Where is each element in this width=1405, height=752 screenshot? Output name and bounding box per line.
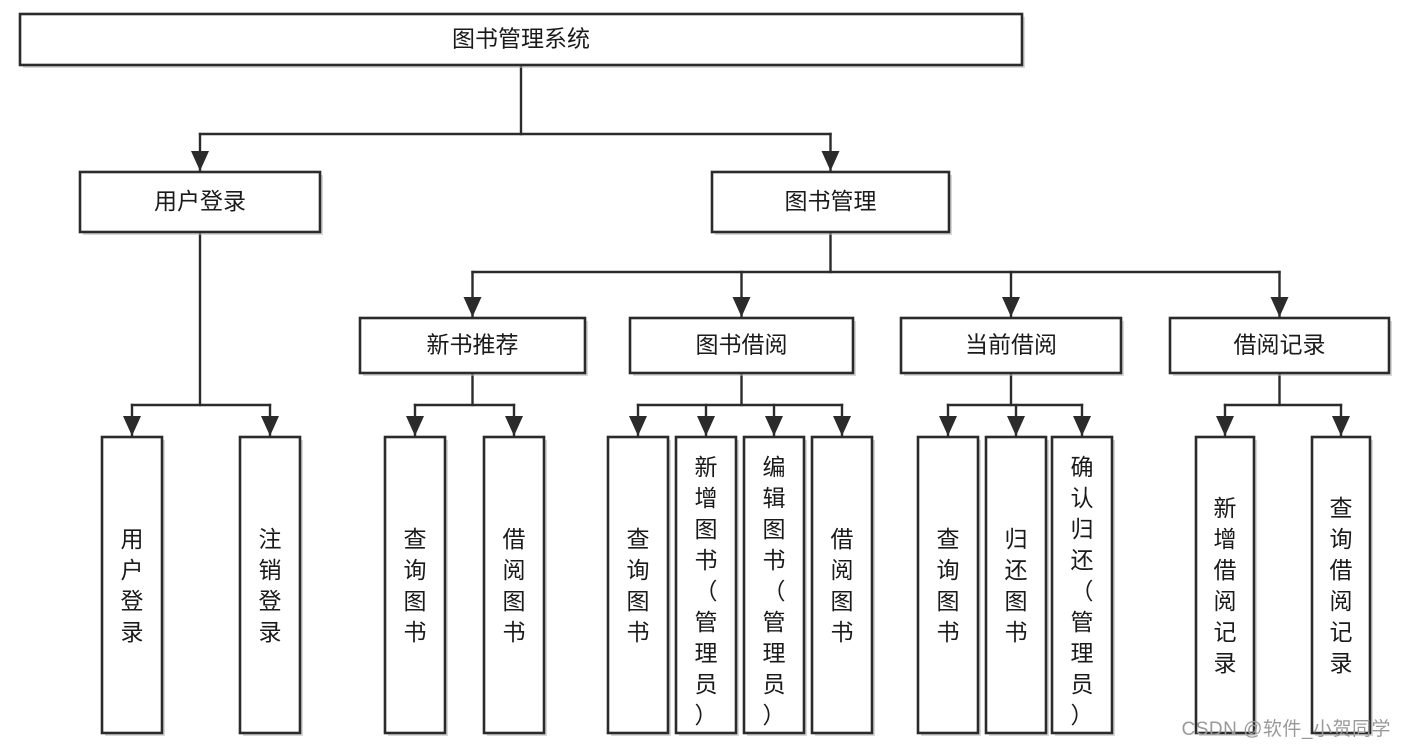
node-rect[interactable] bbox=[674, 435, 738, 735]
node-label: 用户登录 bbox=[154, 188, 246, 214]
node-rect[interactable] bbox=[916, 435, 980, 735]
node-leaf-user-logout[interactable]: 注销登录 bbox=[238, 435, 303, 736]
arrow-head-icon bbox=[821, 151, 840, 171]
node-rect[interactable] bbox=[984, 435, 1048, 735]
arrow-head-icon bbox=[406, 416, 424, 436]
node-leaf-rec-borrow-book[interactable]: 借阅图书 bbox=[482, 435, 547, 736]
node-rect[interactable] bbox=[899, 316, 1123, 375]
arrow-head-icon bbox=[1270, 297, 1289, 317]
node-label: 新增借阅记录 bbox=[1214, 495, 1237, 676]
node-label: 查询图书 bbox=[627, 526, 650, 645]
arrow-head-icon bbox=[1073, 416, 1091, 436]
arrow-head-icon bbox=[697, 416, 715, 436]
node-label: 归还图书 bbox=[1005, 526, 1028, 645]
node-rect[interactable] bbox=[383, 435, 447, 735]
node-label: 确认归还（管理员） bbox=[1071, 454, 1094, 728]
node-leaf-cur-query-book[interactable]: 查询图书 bbox=[916, 435, 981, 736]
arrow-head-icon bbox=[939, 416, 957, 436]
node-new-book-rec[interactable]: 新书推荐 bbox=[358, 316, 588, 376]
node-label: 查询图书 bbox=[404, 526, 427, 645]
node-leaf-borrow-borrow-book[interactable]: 借阅图书 bbox=[810, 435, 875, 736]
node-rect[interactable] bbox=[100, 435, 164, 735]
arrow-head-icon bbox=[1216, 416, 1234, 436]
node-rect[interactable] bbox=[1168, 316, 1391, 375]
node-label: 当前借阅 bbox=[965, 332, 1057, 358]
node-label: 图书管理 bbox=[785, 188, 877, 214]
node-label: 借阅图书 bbox=[831, 526, 854, 645]
connector-layer bbox=[123, 63, 1350, 438]
node-label: 借阅图书 bbox=[503, 526, 526, 645]
node-leaf-rec-query-record[interactable]: 查询借阅记录 bbox=[1310, 435, 1373, 736]
node-leaf-user-login[interactable]: 用户登录 bbox=[100, 435, 165, 736]
arrow-head-icon bbox=[123, 416, 141, 436]
node-rect[interactable] bbox=[238, 435, 302, 735]
arrow-head-icon bbox=[505, 416, 523, 436]
node-leaf-borrow-query-book[interactable]: 查询图书 bbox=[606, 435, 671, 736]
node-rect[interactable] bbox=[810, 435, 874, 735]
node-rect[interactable] bbox=[710, 170, 951, 234]
node-user-login[interactable]: 用户登录 bbox=[78, 170, 323, 235]
node-label: 查询图书 bbox=[937, 526, 960, 645]
node-layer: 图书管理系统用户登录图书管理新书推荐图书借阅当前借阅借阅记录用户登录注销登录查询… bbox=[18, 12, 1392, 736]
node-borrow-record[interactable]: 借阅记录 bbox=[1168, 316, 1392, 376]
node-label: 借阅记录 bbox=[1234, 332, 1326, 358]
node-label: 新书推荐 bbox=[427, 332, 519, 358]
arrow-head-icon bbox=[1002, 297, 1020, 317]
node-rect[interactable] bbox=[628, 316, 855, 375]
node-rect[interactable] bbox=[358, 316, 587, 375]
arrow-head-icon bbox=[463, 297, 482, 317]
node-rect[interactable] bbox=[78, 170, 322, 234]
node-label: 注销登录 bbox=[259, 526, 282, 645]
node-rect[interactable] bbox=[482, 435, 546, 735]
node-rect[interactable] bbox=[1310, 435, 1372, 735]
node-label: 图书管理系统 bbox=[452, 26, 590, 52]
arrow-head-icon bbox=[629, 416, 647, 436]
node-book-borrow[interactable]: 图书借阅 bbox=[628, 316, 856, 376]
node-root[interactable]: 图书管理系统 bbox=[18, 12, 1025, 68]
node-leaf-borrow-add-book[interactable]: 新增图书（管理员） bbox=[674, 435, 739, 736]
node-rect[interactable] bbox=[742, 435, 806, 735]
node-rect[interactable] bbox=[1194, 435, 1256, 735]
node-leaf-rec-add-record[interactable]: 新增借阅记录 bbox=[1194, 435, 1257, 736]
node-label: 新增图书（管理员） bbox=[695, 454, 718, 728]
node-label: 查询借阅记录 bbox=[1330, 495, 1353, 676]
arrow-head-icon bbox=[1332, 416, 1350, 436]
arrow-head-icon bbox=[191, 151, 209, 171]
node-label: 图书借阅 bbox=[696, 332, 788, 358]
arrow-head-icon bbox=[765, 416, 783, 436]
node-rect[interactable] bbox=[1050, 435, 1114, 735]
arrow-head-icon bbox=[1007, 416, 1025, 436]
arrow-head-icon bbox=[261, 416, 279, 436]
node-rect[interactable] bbox=[18, 12, 1024, 67]
node-book-manage[interactable]: 图书管理 bbox=[710, 170, 952, 235]
node-leaf-rec-query-book[interactable]: 查询图书 bbox=[383, 435, 448, 736]
node-rect[interactable] bbox=[606, 435, 670, 735]
node-current-borrow[interactable]: 当前借阅 bbox=[899, 316, 1124, 376]
node-leaf-cur-return-book[interactable]: 归还图书 bbox=[984, 435, 1049, 736]
node-label: 用户登录 bbox=[121, 526, 144, 645]
node-label: 编辑图书（管理员） bbox=[763, 454, 786, 728]
watermark-label: CSDN @软件_小贺同学 bbox=[1181, 719, 1391, 740]
node-leaf-cur-confirm-return[interactable]: 确认归还（管理员） bbox=[1050, 435, 1115, 736]
arrow-head-icon bbox=[833, 416, 851, 436]
arrow-head-icon bbox=[732, 297, 751, 317]
node-leaf-borrow-edit-book[interactable]: 编辑图书（管理员） bbox=[742, 435, 807, 736]
